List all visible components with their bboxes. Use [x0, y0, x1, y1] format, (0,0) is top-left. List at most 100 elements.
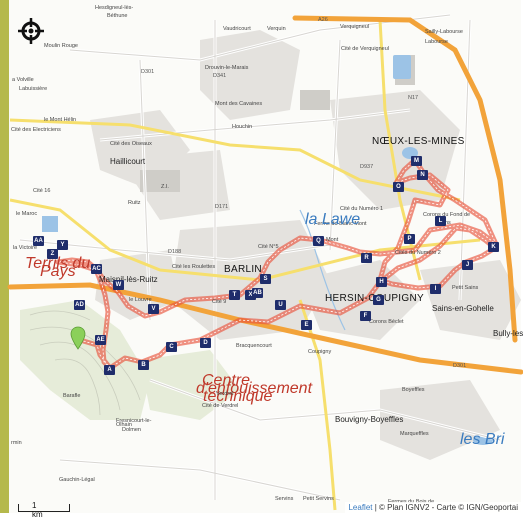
- place-label-verquin: Verquin: [267, 26, 286, 32]
- waypoint-v[interactable]: V: [148, 304, 159, 314]
- place-label-barlin: BARLIN: [224, 264, 262, 275]
- waypoint-i[interactable]: I: [430, 284, 441, 294]
- place-label-labuissiere: Labuissière: [19, 86, 48, 92]
- place-label-bracquencourt: Bracquencourt: [236, 343, 272, 349]
- place-label-mont-cavaines: Mont des Cavaines: [215, 101, 263, 107]
- road-label-r-d188: D188: [168, 249, 182, 255]
- place-label-cite-roulettes: Cité les Roulettes: [172, 264, 216, 270]
- place-label-ruitz: Ruitz: [128, 200, 141, 206]
- place-label-boyeffles: Boyeffles: [402, 387, 425, 393]
- place-label-cite-numero1: Cité du Numéro 1: [340, 206, 384, 212]
- place-label-cite16: Cité 16: [33, 188, 51, 194]
- waypoint-o[interactable]: O: [393, 182, 404, 192]
- road-label-r-d341: D341: [213, 73, 227, 79]
- place-label-cite-n5: Cité N°5: [258, 244, 279, 250]
- scale-bar-label: 1 km: [32, 501, 43, 519]
- waypoint-d[interactable]: D: [200, 338, 211, 348]
- waypoint-a[interactable]: A: [104, 365, 115, 375]
- waypoint-l[interactable]: L: [435, 216, 446, 226]
- place-label-cite-verdrel: Cité de Verdrel: [202, 403, 239, 409]
- place-label-cite9: Cité 9: [212, 299, 227, 305]
- place-label-petit-servins: Petit Servins: [303, 496, 334, 502]
- waypoint-ad[interactable]: AD: [74, 300, 85, 310]
- compass-locate-button[interactable]: [18, 18, 44, 44]
- waypoint-b[interactable]: B: [138, 360, 149, 370]
- place-label-sailly: Sailly-Labourse: [425, 29, 463, 35]
- waypoint-r[interactable]: R: [361, 253, 372, 263]
- place-label-servins: Servins: [275, 496, 294, 502]
- waypoint-c[interactable]: C: [166, 342, 177, 352]
- waypoint-p[interactable]: P: [404, 234, 415, 244]
- waypoint-u[interactable]: U: [275, 300, 286, 310]
- road-label-r-a26: A26: [318, 17, 328, 23]
- place-label-corons-beclet: Corons Béclet: [369, 319, 404, 325]
- road-label-r-d171: D171: [215, 204, 229, 210]
- crosshair-icon: [18, 18, 44, 44]
- place-label-haillicourt: Haillicourt: [110, 157, 146, 166]
- place-label-moulin-rouge: Moulin Rouge: [44, 43, 78, 49]
- place-label-hesdigneul: Hesdigneul-lès-: [95, 5, 134, 11]
- scale-bar-line: [18, 504, 70, 512]
- place-label-hesdigneul2: Béthune: [107, 13, 128, 19]
- waypoint-f[interactable]: F: [360, 311, 371, 321]
- place-label-verquigneul: Verquigneul: [340, 24, 370, 30]
- waypoint-ae[interactable]: AE: [95, 335, 106, 345]
- roads-minor: [19, 14, 501, 501]
- road-label-r-d301b: D301: [453, 363, 467, 369]
- waypoint-e[interactable]: E: [301, 320, 312, 330]
- waypoint-m[interactable]: M: [411, 156, 422, 166]
- place-label-bouvigny: Bouvigny-Boyeffles: [335, 415, 404, 424]
- waypoint-j[interactable]: J: [462, 260, 473, 270]
- place-label-petit-sains: Petit Sains: [452, 285, 479, 291]
- waypoint-t[interactable]: T: [229, 290, 240, 300]
- place-label-le-mont-helin: le Mont Hélin: [44, 117, 77, 123]
- place-label-vaudricourt: Vaudricourt: [223, 26, 251, 32]
- road-label-r-d301: D301: [141, 69, 155, 75]
- road-label-r-d937: D937: [360, 164, 374, 170]
- place-label-le-louvre: le Louvre: [129, 297, 152, 303]
- waypoint-ab[interactable]: AB: [252, 288, 263, 298]
- leaflet-link[interactable]: Leaflet: [348, 503, 373, 512]
- start-marker[interactable]: [70, 326, 86, 354]
- place-label-centre2: d'enfouissement: [196, 380, 313, 397]
- place-label-la-volville: a Volville: [12, 77, 34, 83]
- place-label-cites-numero2: Cités du Numéro 2: [395, 250, 441, 256]
- place-label-rmin: rmin: [11, 440, 22, 446]
- waypoint-n[interactable]: N: [417, 170, 428, 180]
- place-label-les-bri: les Bri: [460, 431, 505, 448]
- waypoint-z[interactable]: Z: [47, 249, 58, 259]
- waypoint-ac[interactable]: AC: [91, 264, 102, 274]
- place-label-noeux: NŒUX-LES-MINES: [372, 136, 465, 147]
- place-label-houchin: Houchin: [232, 124, 253, 130]
- place-label-terrils-du: Terrils du: [25, 255, 91, 272]
- place-label-sains-gohelle: Sains-en-Gohelle: [432, 304, 494, 313]
- place-label-corons-fond: Corons du Fond de: [423, 212, 471, 218]
- waypoint-q[interactable]: Q: [313, 236, 324, 246]
- waypoint-x[interactable]: X: [245, 290, 256, 300]
- place-label-coupigny: Coupigny: [308, 349, 332, 355]
- place-label-cite-electriciens: Cité des Electriciens: [11, 127, 61, 133]
- waypoint-w[interactable]: W: [113, 280, 124, 290]
- waypoint-s[interactable]: S: [260, 274, 271, 284]
- waypoint-y[interactable]: Y: [57, 240, 68, 250]
- road-label-r-n17: N17: [408, 95, 419, 101]
- waypoint-k[interactable]: K: [488, 242, 499, 252]
- roads-secondary: [9, 19, 481, 511]
- waypoint-g[interactable]: G: [373, 295, 384, 305]
- place-label-la-victoire: la Victoire: [13, 245, 38, 251]
- waypoint-h[interactable]: H: [376, 277, 387, 287]
- place-label-mont: Mont: [326, 237, 339, 243]
- place-label-terrils-pays: Pays: [40, 263, 76, 280]
- place-label-drouvin: Drouvin-le-Marais: [205, 65, 249, 71]
- map-attribution: Leaflet | © Plan IGNV2 - Carte © IGN/Geo…: [345, 502, 521, 513]
- waypoint-aa[interactable]: AA: [33, 236, 44, 246]
- attribution-text: | © Plan IGNV2 - Carte © IGN/Geoportai: [372, 503, 518, 512]
- map-tile-edge: [0, 0, 9, 513]
- map-pin-icon: [70, 326, 86, 350]
- place-label-fresnicourt2: Dolmen: [122, 427, 141, 433]
- place-label-verdrel: Verdrel: [216, 391, 234, 397]
- place-label-cite-oiseaux: Cité des Oiseaux: [110, 141, 152, 147]
- place-label-bully: Bully-les: [493, 329, 523, 338]
